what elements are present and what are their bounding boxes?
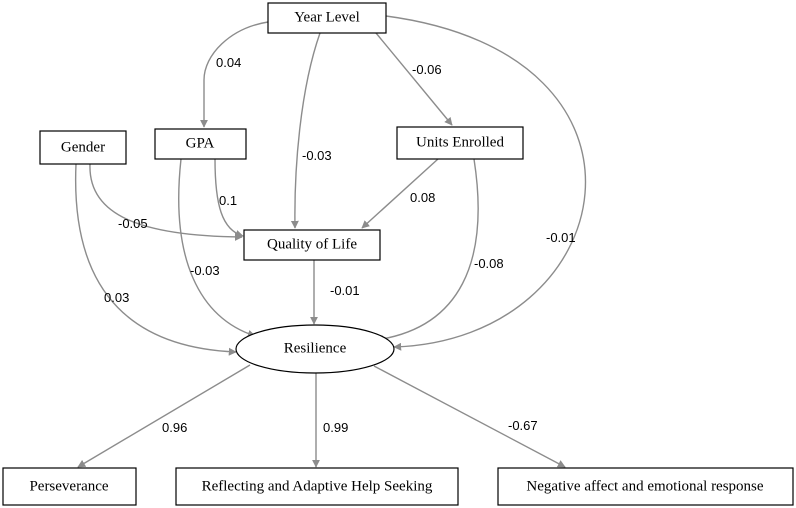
edge-resilience-to-perseverance — [77, 364, 251, 468]
coef-gender-to-qol: -0.05 — [118, 216, 148, 231]
coef-units-to-resilience: -0.08 — [474, 256, 504, 271]
edge-year-to-units — [375, 32, 453, 126]
coef-year-to-gpa: 0.04 — [216, 55, 241, 70]
node-gender-label: Gender — [61, 139, 105, 155]
node-resilience: Resilience — [235, 324, 395, 374]
coef-resilience-to-reflecting: 0.99 — [323, 420, 348, 435]
edge-gender-to-resilience — [74, 163, 237, 356]
edge-gender-to-qol — [89, 163, 243, 241]
edge-gpa-to-qol — [214, 158, 244, 238]
edge-year-to-gpa — [200, 21, 269, 128]
node-perseverance: Perseverance — [2, 467, 137, 506]
coef-gpa-to-resilience: -0.03 — [190, 263, 220, 278]
coef-year-to-qol: -0.03 — [302, 148, 332, 163]
node-reflecting: Reflecting and Adaptive Help Seeking — [175, 467, 459, 506]
node-quality-of-life: Quality of Life — [243, 229, 381, 261]
path-coefficients: 0.04 -0.06 -0.03 -0.01 -0.05 0.03 0.1 -0… — [104, 55, 576, 435]
edge-resilience-to-negative-affect — [373, 365, 566, 468]
coef-qol-to-resilience: -0.01 — [330, 283, 360, 298]
edge-year-to-resilience — [385, 15, 587, 351]
node-resilience-label: Resilience — [284, 340, 347, 356]
edge-units-to-resilience — [375, 158, 479, 343]
node-gpa: GPA — [154, 128, 247, 160]
node-reflecting-label: Reflecting and Adaptive Help Seeking — [202, 478, 433, 494]
edge-gpa-to-resilience — [178, 158, 256, 338]
node-units-enrolled: Units Enrolled — [396, 126, 524, 160]
node-negative-affect-label: Negative affect and emotional response — [526, 478, 763, 494]
coef-year-to-resilience: -0.01 — [546, 230, 576, 245]
coef-gpa-to-qol: 0.1 — [219, 193, 237, 208]
coef-year-to-units: -0.06 — [412, 62, 442, 77]
node-perseverance-label: Perseverance — [29, 478, 108, 494]
coef-resilience-to-perseverance: 0.96 — [162, 420, 187, 435]
coef-resilience-to-negative-affect: -0.67 — [508, 418, 538, 433]
node-year-level: Year Level — [267, 2, 387, 34]
edge-units-to-qol — [361, 158, 439, 229]
coef-units-to-qol: 0.08 — [410, 190, 435, 205]
node-quality-of-life-label: Quality of Life — [267, 236, 357, 252]
coef-gender-to-resilience: 0.03 — [104, 290, 129, 305]
node-gpa-label: GPA — [186, 135, 215, 151]
node-units-enrolled-label: Units Enrolled — [416, 134, 504, 150]
edges — [74, 15, 587, 468]
node-year-level-label: Year Level — [294, 9, 360, 25]
edge-year-to-qol — [290, 32, 321, 229]
node-negative-affect: Negative affect and emotional response — [497, 467, 794, 506]
node-gender: Gender — [39, 130, 127, 165]
